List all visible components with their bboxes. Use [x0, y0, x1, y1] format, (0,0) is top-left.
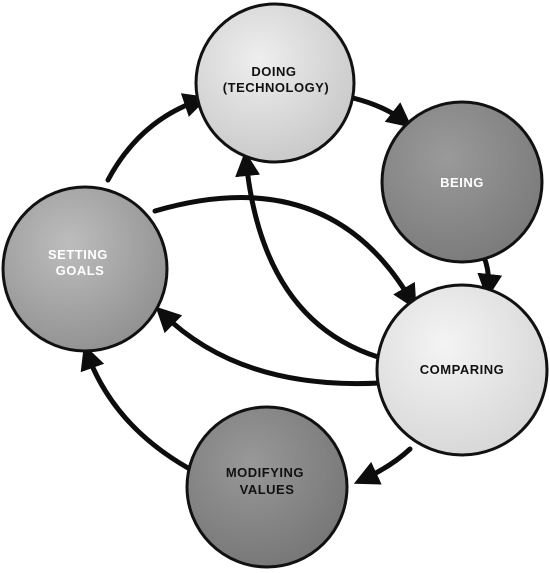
node-doing-label-line2: (TECHNOLOGY) [223, 80, 329, 95]
svg-text:BEING: BEING [440, 175, 484, 190]
node-setting-circle [1, 185, 169, 353]
arrow-comparing-to-setting [155, 306, 383, 387]
arrow-setting-to-comparing [152, 195, 417, 310]
node-modifying-label-line2: VALUES [240, 482, 295, 497]
node-doing-circle [194, 2, 356, 164]
arrow-comparing-to-modifying [353, 446, 413, 485]
node-comparing: COMPARING [375, 283, 549, 457]
node-setting: SETTING GOALS [1, 185, 169, 353]
svg-text:SETTING GOALS: SETTING GOALS [48, 247, 112, 278]
node-being-label-line1: BEING [440, 175, 484, 190]
svg-text:DOING (TECHNOLOGY): DOING (TECHNOLOGY) [223, 64, 329, 95]
arrow-comparing-to-doing [235, 151, 381, 360]
node-comparing-circle [375, 283, 549, 457]
node-setting-label-line1: SETTING [48, 247, 108, 262]
arrow-setting-to-doing [105, 93, 209, 183]
svg-text:MODIFYING VALUES: MODIFYING VALUES [226, 465, 308, 497]
node-modifying-label-line1: MODIFYING [226, 465, 304, 480]
arrow-being-to-comparing [477, 254, 503, 299]
svg-text:COMPARING: COMPARING [420, 362, 504, 377]
node-setting-label-line2: GOALS [56, 263, 105, 278]
arrow-modifying-to-setting [80, 344, 191, 471]
node-being-circle [380, 100, 544, 264]
arrows [80, 93, 503, 485]
node-modifying: MODIFYING VALUES [185, 405, 349, 569]
node-doing: DOING (TECHNOLOGY) [194, 2, 356, 164]
node-modifying-circle [185, 405, 349, 569]
node-being: BEING [380, 100, 544, 264]
arrow-doing-to-being [350, 95, 413, 128]
node-comparing-label-line1: COMPARING [420, 362, 504, 377]
node-doing-label-line1: DOING [251, 64, 296, 79]
